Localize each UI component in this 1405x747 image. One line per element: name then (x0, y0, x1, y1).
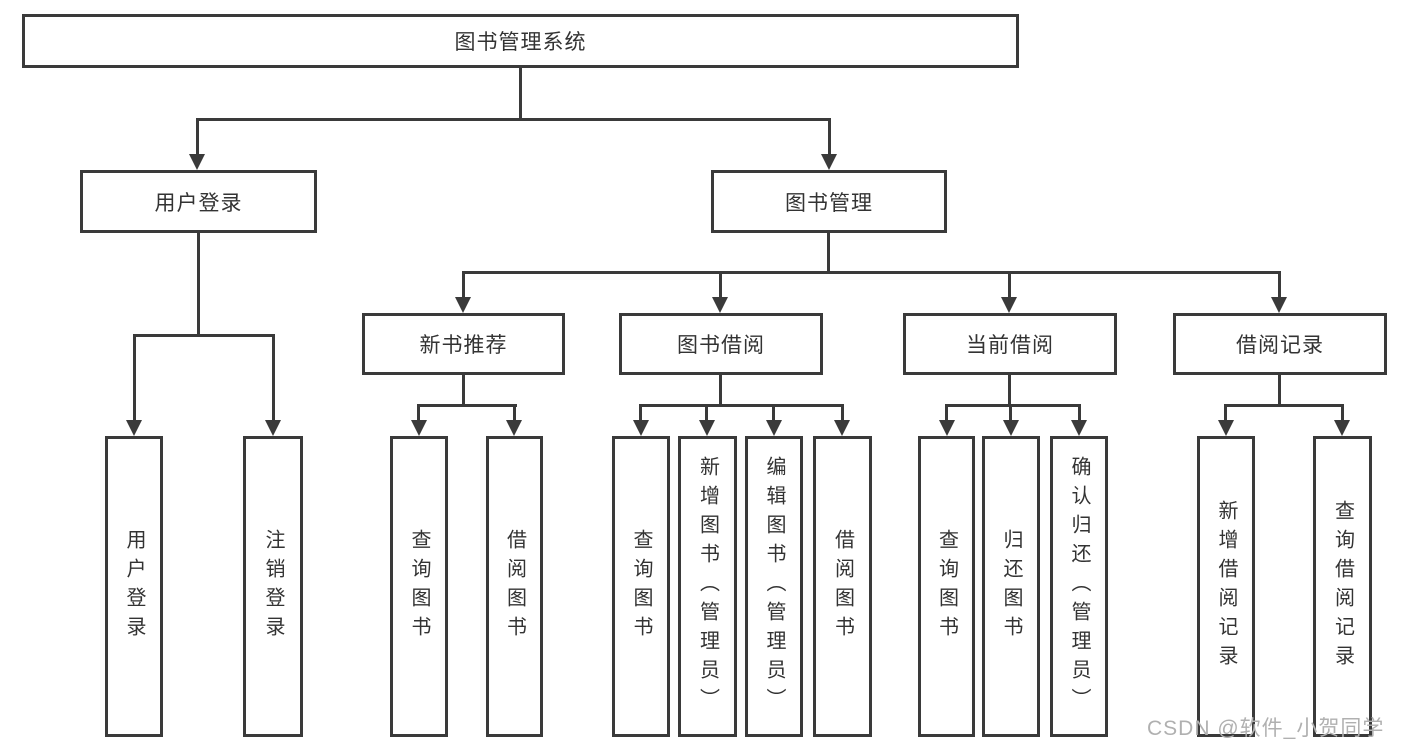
connector-recommend-drop-2 (513, 404, 516, 422)
connector-root-bar (196, 118, 831, 121)
node-book-management: 图书管理 (711, 170, 947, 233)
leaf-borrow-books: 借阅图书 (813, 436, 872, 737)
arrow-down-icon (1271, 297, 1287, 313)
leaf-add-books-admin: 新增图书（管理员） (678, 436, 737, 737)
arrow-down-icon (455, 297, 471, 313)
connector-bookmgmt-drop-4 (1278, 271, 1281, 299)
connector-borrowing-stem (719, 375, 722, 406)
leaf-query-books-recommend: 查询图书 (390, 436, 448, 737)
connector-recommend-bar (417, 404, 517, 407)
arrow-down-icon (411, 420, 427, 436)
arrow-down-icon (939, 420, 955, 436)
connector-bookmgmt-drop-3 (1008, 271, 1011, 299)
arrow-down-icon (766, 420, 782, 436)
leaf-return-books: 归还图书 (982, 436, 1040, 737)
arrow-down-icon (699, 420, 715, 436)
arrow-down-icon (712, 297, 728, 313)
node-library-management-system: 图书管理系统 (22, 14, 1019, 68)
connector-root-drop-left (196, 118, 199, 156)
connector-recommend-drop-1 (417, 404, 420, 422)
leaf-borrow-books-recommend: 借阅图书 (486, 436, 543, 737)
arrow-down-icon (506, 420, 522, 436)
leaf-user-login: 用户登录 (105, 436, 163, 737)
arrow-down-icon (834, 420, 850, 436)
arrow-down-icon (189, 154, 205, 170)
connector-root-drop-right (828, 118, 831, 156)
connector-bookmgmt-drop-1 (462, 271, 465, 299)
leaf-confirm-return-admin: 确认归还（管理员） (1050, 436, 1108, 737)
connector-records-bar (1224, 404, 1344, 407)
connector-current-drop-2 (1009, 404, 1012, 422)
leaf-add-borrow-record: 新增借阅记录 (1197, 436, 1255, 737)
connector-records-drop-1 (1224, 404, 1227, 422)
connector-current-drop-1 (945, 404, 948, 422)
leaf-logout: 注销登录 (243, 436, 303, 737)
connector-records-stem (1278, 375, 1281, 406)
connector-records-drop-2 (1341, 404, 1344, 422)
connector-borrowing-drop-3 (772, 404, 775, 422)
arrow-down-icon (1071, 420, 1087, 436)
connector-userlogin-drop-1 (133, 334, 136, 422)
connector-userlogin-bar (133, 334, 275, 337)
arrow-down-icon (126, 420, 142, 436)
connector-userlogin-drop-2 (272, 334, 275, 422)
connector-current-stem (1008, 375, 1011, 406)
leaf-query-books-borrowing: 查询图书 (612, 436, 670, 737)
connector-bookmgmt-bar (462, 271, 1281, 274)
node-borrow-records: 借阅记录 (1173, 313, 1387, 375)
arrow-down-icon (265, 420, 281, 436)
arrow-down-icon (821, 154, 837, 170)
connector-borrowing-drop-1 (639, 404, 642, 422)
leaf-query-borrow-record: 查询借阅记录 (1313, 436, 1372, 737)
arrow-down-icon (1218, 420, 1234, 436)
arrow-down-icon (633, 420, 649, 436)
connector-borrowing-drop-2 (705, 404, 708, 422)
connector-borrowing-drop-4 (841, 404, 844, 422)
connector-current-drop-3 (1078, 404, 1081, 422)
connector-root-stem (519, 68, 522, 120)
connector-recommend-stem (462, 375, 465, 406)
connector-current-bar (945, 404, 1081, 407)
arrow-down-icon (1003, 420, 1019, 436)
arrow-down-icon (1001, 297, 1017, 313)
node-book-borrowing: 图书借阅 (619, 313, 823, 375)
connector-userlogin-stem (197, 233, 200, 336)
node-new-book-recommend: 新书推荐 (362, 313, 565, 375)
connector-bookmgmt-drop-2 (719, 271, 722, 299)
connector-bookmgmt-stem (827, 233, 830, 274)
leaf-query-books-current: 查询图书 (918, 436, 975, 737)
leaf-edit-books-admin: 编辑图书（管理员） (745, 436, 803, 737)
connector-borrowing-bar (639, 404, 844, 407)
csdn-watermark: CSDN @软件_小贺同学 (1147, 717, 1385, 740)
arrow-down-icon (1334, 420, 1350, 436)
node-current-borrowing: 当前借阅 (903, 313, 1117, 375)
node-user-login: 用户登录 (80, 170, 317, 233)
